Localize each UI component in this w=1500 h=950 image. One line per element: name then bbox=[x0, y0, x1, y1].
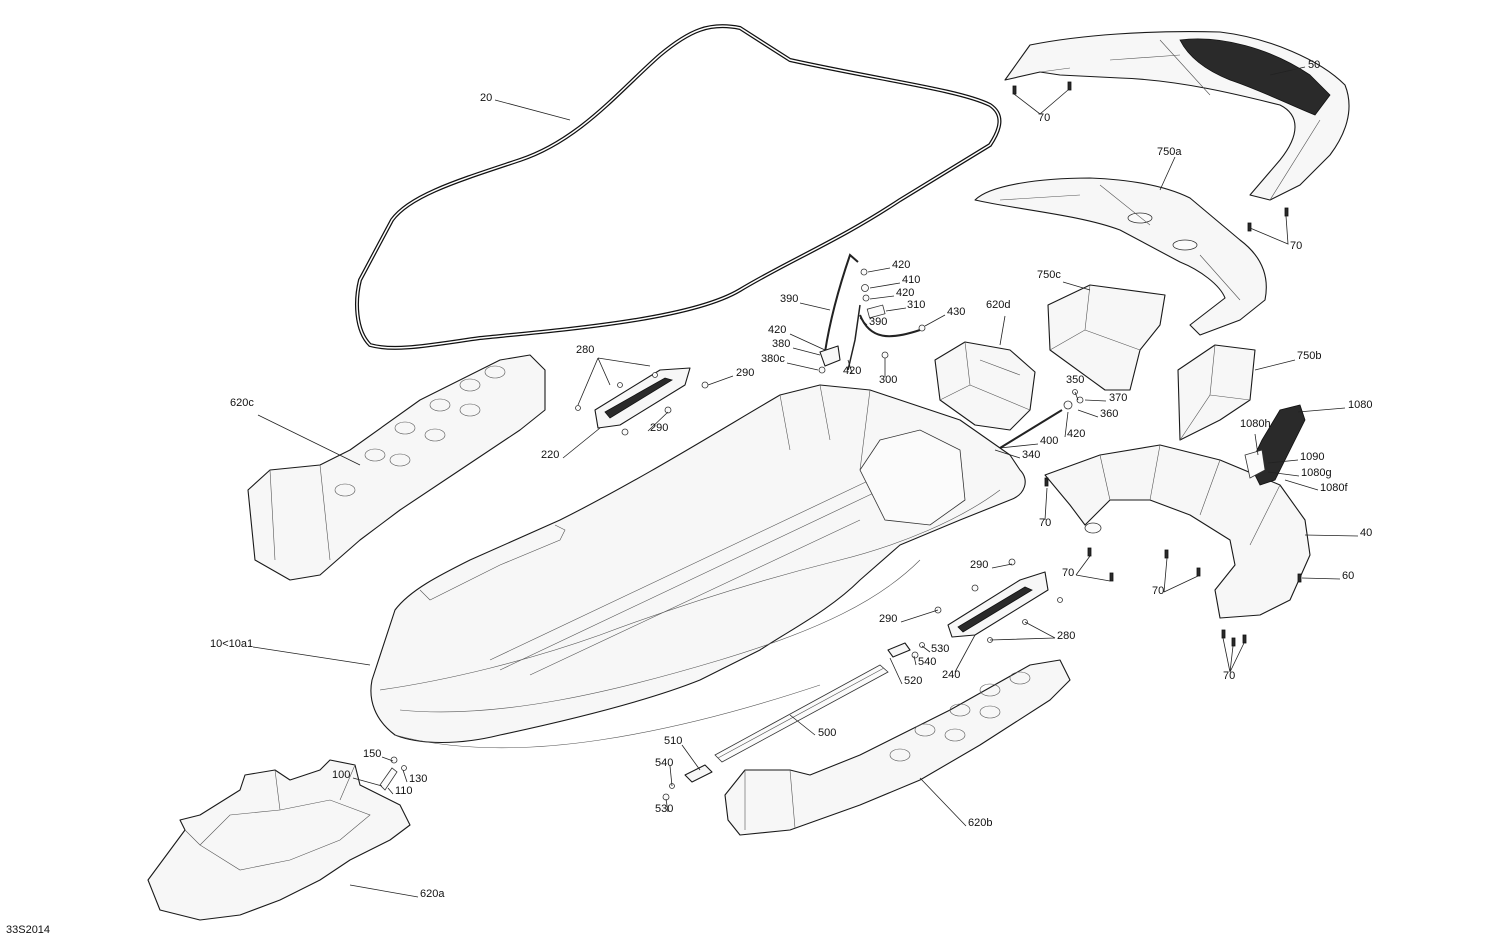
callout-620c: 620c bbox=[230, 397, 254, 409]
callout-420: 420 bbox=[892, 259, 911, 271]
drawing-code: 33S2014 bbox=[6, 924, 51, 936]
callout-410: 410 bbox=[902, 274, 921, 286]
part-750a-rear-cover bbox=[974, 177, 1267, 336]
part-40-deck bbox=[1044, 444, 1311, 619]
callout-20: 20 bbox=[480, 92, 493, 104]
hoses-390 bbox=[818, 253, 926, 374]
part-500-strip bbox=[714, 664, 889, 763]
callout-510: 510 bbox=[664, 735, 683, 747]
callout-290: 290 bbox=[879, 613, 898, 625]
callout-130: 130 bbox=[409, 773, 428, 785]
callout-750c: 750c bbox=[1037, 269, 1061, 281]
callout-70: 70 bbox=[1038, 112, 1051, 124]
callout-150: 150 bbox=[363, 748, 382, 760]
leader-lines bbox=[252, 66, 1359, 898]
callout-220: 220 bbox=[541, 449, 560, 461]
callout-750a: 750a bbox=[1157, 146, 1182, 158]
part-1080-handle bbox=[1244, 404, 1306, 486]
callout-290: 290 bbox=[736, 367, 755, 379]
callout-420: 420 bbox=[843, 365, 862, 377]
callout-420: 420 bbox=[896, 287, 915, 299]
callout-1090: 1090 bbox=[1300, 451, 1325, 463]
callout-70: 70 bbox=[1152, 585, 1165, 597]
callout-290: 290 bbox=[970, 559, 989, 571]
part-10-hull bbox=[370, 384, 1026, 749]
hardware-clips bbox=[379, 372, 1063, 801]
callout-390: 390 bbox=[869, 316, 888, 328]
rod-400 bbox=[999, 389, 1084, 449]
callout-620d: 620d bbox=[986, 299, 1011, 311]
callout-430: 430 bbox=[947, 306, 966, 318]
callout-620b: 620b bbox=[968, 817, 993, 829]
callout-380c: 380c bbox=[761, 353, 785, 365]
callout-520: 520 bbox=[904, 675, 923, 687]
callout-60: 60 bbox=[1342, 570, 1355, 582]
callout-400: 400 bbox=[1040, 435, 1059, 447]
callout-280: 280 bbox=[1057, 630, 1076, 642]
callout-300: 300 bbox=[879, 374, 898, 386]
screws-70 bbox=[1012, 81, 1302, 647]
callout-40: 40 bbox=[1360, 527, 1373, 539]
callout-1080h: 1080h bbox=[1240, 418, 1271, 430]
callout-1080f: 1080f bbox=[1320, 482, 1348, 494]
callout-70: 70 bbox=[1223, 670, 1236, 682]
part-750c-cover bbox=[1047, 284, 1166, 391]
callout-530: 530 bbox=[931, 643, 950, 655]
callout-500: 500 bbox=[818, 727, 837, 739]
callout-390: 390 bbox=[780, 293, 799, 305]
callout-100: 100 bbox=[332, 769, 351, 781]
callout-340: 340 bbox=[1022, 449, 1041, 461]
part-240-rail bbox=[947, 571, 1049, 638]
part-20-gasket bbox=[355, 24, 1002, 350]
part-50-rear-handle bbox=[1004, 31, 1350, 201]
callout-110: 110 bbox=[395, 785, 413, 797]
callout-420: 420 bbox=[1067, 428, 1086, 440]
callout-50: 50 bbox=[1308, 59, 1321, 71]
callout-240: 240 bbox=[942, 669, 961, 681]
part-620d-storage-bin bbox=[934, 341, 1036, 431]
callout-280: 280 bbox=[576, 344, 595, 356]
callout-290: 290 bbox=[650, 422, 669, 434]
callout-420: 420 bbox=[768, 324, 787, 336]
callout-350: 350 bbox=[1066, 374, 1085, 386]
callout-70: 70 bbox=[1062, 567, 1075, 579]
part-220-rail bbox=[594, 367, 691, 429]
callout-310: 310 bbox=[907, 299, 926, 311]
callout-540: 540 bbox=[918, 656, 937, 668]
callout-1080: 1080 bbox=[1348, 399, 1373, 411]
callout-750b: 750b bbox=[1297, 350, 1322, 362]
callout-10-10a1: 10<10a1 bbox=[210, 638, 254, 650]
callout-380: 380 bbox=[772, 338, 791, 350]
part-750b-cover bbox=[1177, 344, 1256, 441]
callout-70: 70 bbox=[1039, 517, 1052, 529]
callout-360: 360 bbox=[1100, 408, 1119, 420]
callout-70: 70 bbox=[1290, 240, 1303, 252]
part-620a-front-cover bbox=[147, 759, 411, 921]
part-620b-footrest bbox=[724, 659, 1071, 836]
callout-1080g: 1080g bbox=[1301, 467, 1332, 479]
callout-540: 540 bbox=[655, 757, 674, 769]
callout-530: 530 bbox=[655, 803, 674, 815]
callout-620a: 620a bbox=[420, 888, 445, 900]
callout-370: 370 bbox=[1109, 392, 1128, 404]
